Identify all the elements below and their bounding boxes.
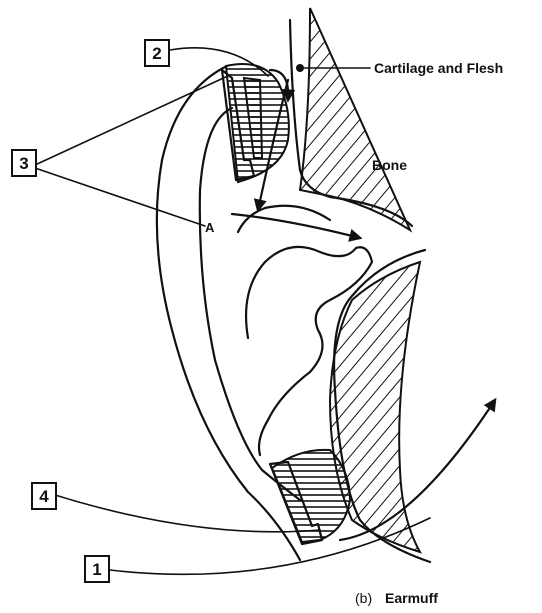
box-1: 1 [85, 556, 109, 582]
cartilage-label: Cartilage and Flesh [374, 60, 503, 76]
svg-text:3: 3 [19, 154, 28, 173]
callout-4 [55, 495, 320, 532]
top-cushion [222, 64, 289, 182]
box-4: 4 [32, 483, 56, 509]
caption-prefix: (b) [355, 590, 372, 606]
cartilage-dot [296, 64, 304, 72]
svg-text:2: 2 [152, 44, 161, 63]
box-3: 3 [12, 150, 36, 176]
callout-3-lower [35, 168, 205, 226]
bone-label: Bone [372, 157, 407, 173]
upper-bone [300, 8, 410, 230]
caption-label: Earmuff [385, 590, 438, 606]
callout-3-upper [35, 75, 230, 165]
svg-text:1: 1 [92, 560, 101, 579]
box-2: 2 [145, 40, 169, 66]
point-a-label: A [205, 220, 215, 235]
leak-arrow-inner [232, 214, 360, 238]
svg-text:4: 4 [39, 487, 49, 506]
